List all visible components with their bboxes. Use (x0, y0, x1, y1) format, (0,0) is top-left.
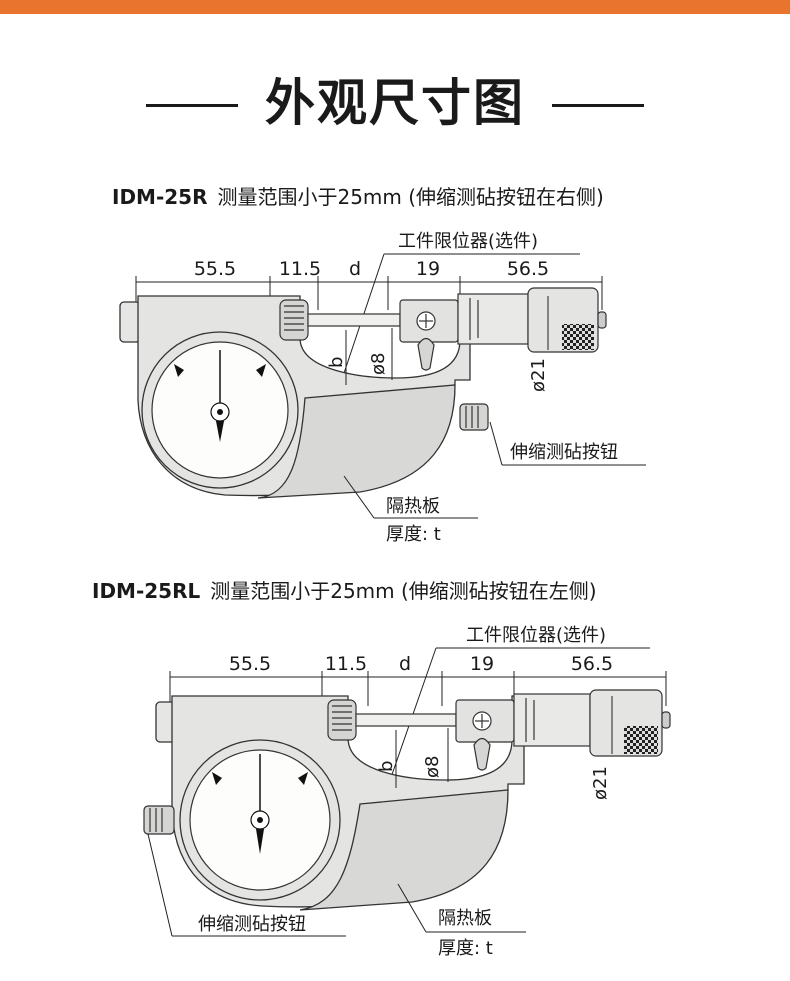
figure-2-plate-label: 隔热板 (438, 908, 492, 929)
figure-1-dim-b: 11.5 (279, 258, 321, 280)
figure-2-plate-leader (397, 883, 427, 933)
figure-2-thickness-label: 厚度: t (438, 938, 493, 959)
figure-1-b-label: b (326, 357, 347, 368)
top-accent-bar (0, 0, 790, 14)
figure-1-inner-dims (345, 296, 549, 385)
figure-1-dial (141, 331, 299, 489)
figure-1-drawing: 工件限位器(选件) 55.5 11.5 d 19 56.5 (119, 231, 646, 545)
figure-1-spindle (279, 299, 401, 341)
figure-1-model: IDM-25R (112, 185, 208, 209)
figure-2-model: IDM-25RL (92, 579, 201, 603)
figure-2-button-icon (143, 805, 175, 835)
figure-2-thimble (455, 689, 671, 771)
figure-1-stopper-label: 工件限位器(选件) (398, 231, 538, 252)
figure-2-button-leader (147, 833, 173, 937)
figure-1-dim-e: 56.5 (507, 258, 549, 280)
figure-1-button-label: 伸缩测砧按钮 (510, 442, 618, 463)
figure-1-plate-label: 隔热板 (386, 496, 440, 517)
figure-1-dim-d: 19 (416, 258, 440, 280)
figure-1-dim-a: 55.5 (194, 258, 236, 280)
figure-2-spindle (327, 699, 457, 741)
figure-1-dim-c: d (349, 258, 361, 280)
figure-2-phi21-label: ø21 (590, 766, 611, 800)
figure-2-button-label: 伸缩测砧按钮 (198, 914, 306, 935)
figure-2-stopper-label: 工件限位器(选件) (466, 625, 606, 646)
figure-1-button-icon (459, 403, 489, 431)
figure-2-inner-dims (395, 696, 613, 788)
title-block: 外观尺寸图 (0, 68, 790, 138)
figure-2-b-label: b (376, 761, 397, 772)
figure-2-dim-b: 11.5 (325, 653, 367, 675)
figure-1-heading: IDM-25R 测量范围小于25mm (伸缩测砧按钮在右侧) (112, 184, 604, 210)
figure-2-dim-a: 55.5 (229, 653, 271, 675)
title-rule-right (552, 104, 644, 107)
figure-1-dimension-line (135, 276, 603, 310)
figure-1-thimble (399, 287, 607, 371)
figure-2-heading: IDM-25RL 测量范围小于25mm (伸缩测砧按钮在左侧) (92, 578, 597, 604)
figure-2-phi8-label: ø8 (422, 756, 443, 778)
figure-2-drawing: 工件限位器(选件) 55.5 11.5 d 19 56.5 (143, 625, 671, 959)
figure-1-description: 测量范围小于25mm (伸缩测砧按钮在右侧) (217, 185, 604, 209)
figure-1-button-leader (489, 421, 503, 466)
figure-2-dimension-line (169, 671, 667, 706)
figure-2-dim-d: 19 (470, 653, 494, 675)
figure-1-phi8-label: ø8 (368, 353, 389, 375)
figure-1-plate-leader (343, 475, 375, 519)
title-rule-left (146, 104, 238, 107)
figure-1-thickness-label: 厚度: t (386, 524, 441, 545)
figure-2-dial (179, 739, 341, 901)
page-title: 外观尺寸图 (265, 74, 525, 132)
figure-2-dim-c: d (399, 653, 411, 675)
figure-2-dim-e: 56.5 (571, 653, 613, 675)
figure-1-phi21-label: ø21 (528, 358, 549, 392)
figure-2-description: 测量范围小于25mm (伸缩测砧按钮在左侧) (210, 579, 597, 603)
